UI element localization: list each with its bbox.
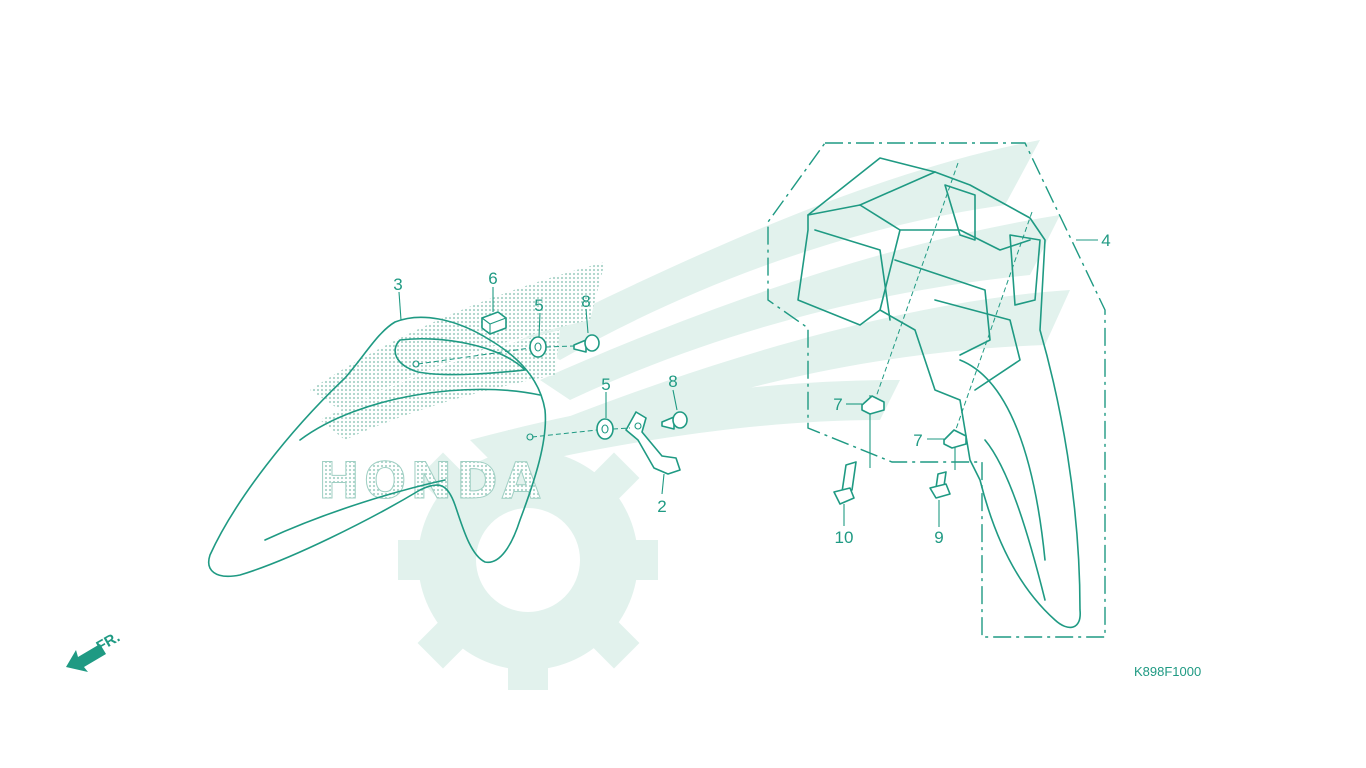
bolt-part-8-upper bbox=[573, 334, 600, 353]
callout-5-lower: 5 bbox=[601, 375, 610, 394]
front-fender-part-3 bbox=[208, 316, 547, 577]
clip-part-7-left bbox=[861, 395, 885, 415]
bracket-part-2 bbox=[625, 411, 681, 475]
front-direction-arrow-icon: FR. bbox=[66, 629, 123, 672]
bolt-part-9 bbox=[929, 471, 951, 499]
washer-part-5-upper bbox=[529, 336, 547, 358]
clip-part-7-right bbox=[943, 429, 967, 449]
callout-8-upper: 8 bbox=[581, 292, 590, 311]
part-4-boundary bbox=[767, 142, 1106, 638]
diagram-code: K898F1000 bbox=[1134, 664, 1201, 679]
watermark-brand-text: HONDA bbox=[318, 452, 544, 510]
callout-7-left: 7 bbox=[833, 395, 842, 414]
callout-9: 9 bbox=[934, 528, 943, 547]
clip-nut-part-6 bbox=[481, 311, 507, 335]
honda-wing-watermark: HONDA bbox=[310, 140, 1070, 690]
washer-part-5-lower bbox=[596, 418, 614, 440]
bolt-part-10 bbox=[833, 461, 857, 505]
callout-8-lower: 8 bbox=[668, 372, 677, 391]
callout-5-upper: 5 bbox=[534, 296, 543, 315]
callout-4: 4 bbox=[1101, 231, 1110, 250]
callout-10: 10 bbox=[835, 528, 854, 547]
callout-6: 6 bbox=[488, 269, 497, 288]
callout-2: 2 bbox=[657, 497, 666, 516]
callout-3: 3 bbox=[393, 275, 402, 294]
leader-lines-left bbox=[398, 287, 678, 495]
inner-fender-part-4 bbox=[797, 157, 1081, 629]
bolt-part-8-lower bbox=[661, 411, 688, 430]
callout-7-right: 7 bbox=[913, 431, 922, 450]
leader-lines-right bbox=[843, 239, 1098, 527]
